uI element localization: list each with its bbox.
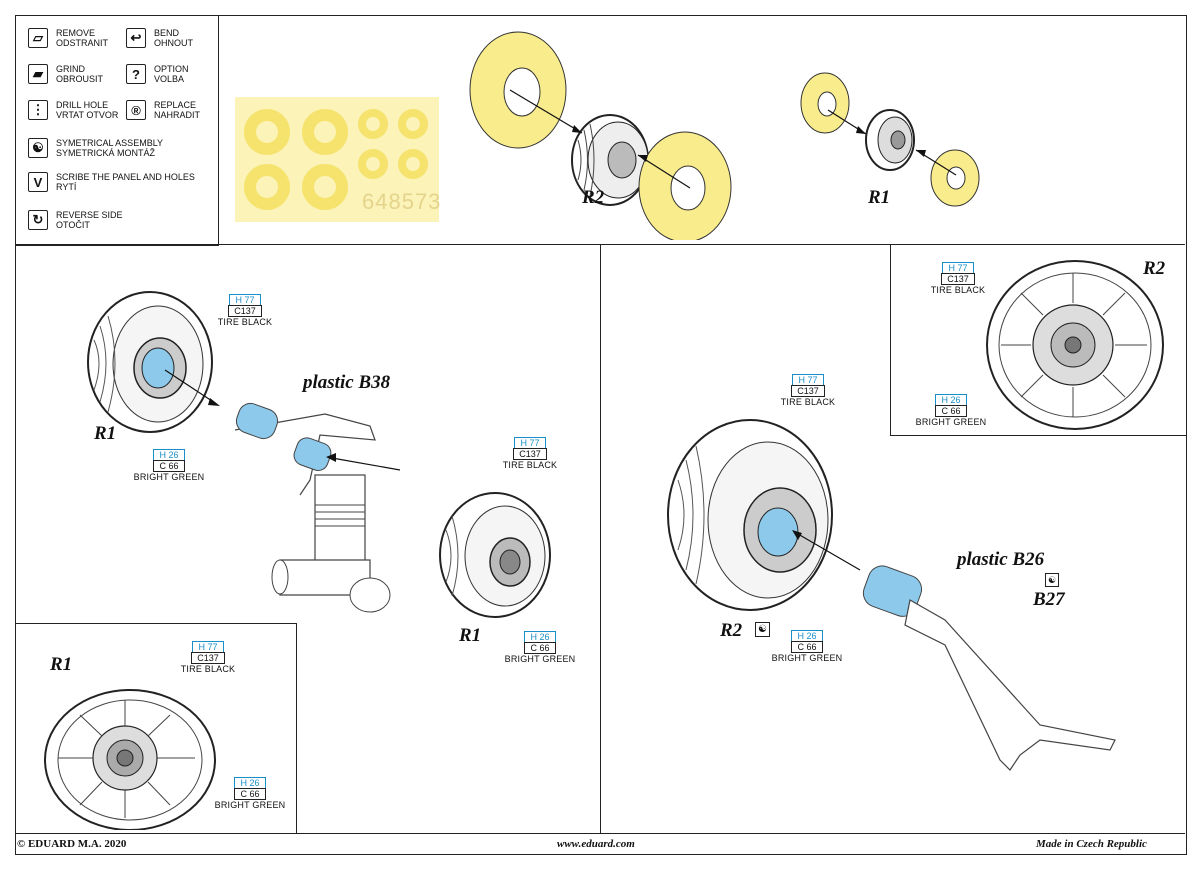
legend-item: ↻ REVERSE SIDE OTOČIT <box>28 210 123 230</box>
legend-item: ☯ SYMETRICAL ASSEMBLY SYMETRICKÁ MONTÁŽ <box>28 138 163 158</box>
instruction-frame <box>15 15 1187 855</box>
legend-item: ? OPTION VOLBA <box>126 64 189 84</box>
paint-callout-hub-5: H 26 C 66 BRIGHT GREEN <box>906 394 996 428</box>
paint-callout-hub-4: H 26 C 66 BRIGHT GREEN <box>762 630 852 664</box>
remove-icon: ▱ <box>28 28 48 48</box>
inset-wheel-r2 <box>986 260 1164 430</box>
paint-name: TIRE BLACK <box>180 664 236 674</box>
paint-name: BRIGHT GREEN <box>504 654 576 664</box>
mask-sheet: 648573 <box>235 97 442 222</box>
part-label-r2-top: R2 <box>582 187 605 208</box>
legend-text: BEND OHNOUT <box>154 28 193 48</box>
paint-code-c: C 66 <box>153 460 185 472</box>
paint-name: BRIGHT GREEN <box>133 472 205 482</box>
paint-name: TIRE BLACK <box>217 317 273 327</box>
legend-text: REPLACE NAHRADIT <box>154 100 201 120</box>
paint-code-c: C 66 <box>935 405 967 417</box>
paint-name: BRIGHT GREEN <box>771 653 843 663</box>
reverse-side-icon: ↻ <box>28 210 48 230</box>
footer-url[interactable]: www.eduard.com <box>557 838 635 850</box>
part-label-r1-left: R1 <box>94 423 117 444</box>
grind-icon: ▰ <box>28 64 48 84</box>
legend-item: ▱ REMOVE ODSTRANIT <box>28 28 108 48</box>
paint-code-c: C 66 <box>234 788 266 800</box>
legend-item: V SCRIBE THE PANEL AND HOLES RYTÍ <box>28 172 195 192</box>
legend-text: SCRIBE THE PANEL AND HOLES RYTÍ <box>56 172 195 192</box>
inset-box-right <box>890 244 1186 436</box>
paint-code-c: C137 <box>191 652 225 664</box>
legend-text: GRIND OBROUSIT <box>56 64 104 84</box>
paint-callout-tire-1: H 77 C137 TIRE BLACK <box>205 294 285 328</box>
scribe-icon: V <box>28 172 48 192</box>
legend-text: DRILL HOLE VRTAT OTVOR <box>56 100 119 120</box>
paint-code-c: C137 <box>791 385 825 397</box>
paint-callout-hub-1: H 26 C 66 BRIGHT GREEN <box>124 449 214 483</box>
paint-callout-tire-4: H 77 C137 TIRE BLACK <box>768 374 848 408</box>
footer-divider <box>15 833 1185 834</box>
part-label-r1-top: R1 <box>868 187 891 208</box>
paint-code-c: C137 <box>941 273 975 285</box>
legend-item: ↩ BEND OHNOUT <box>126 28 193 48</box>
legend-item: ® REPLACE NAHRADIT <box>126 100 200 120</box>
plastic-b26-label: plastic B26 <box>957 549 1045 570</box>
replace-icon: ® <box>126 100 146 120</box>
legend-item: ⋮ DRILL HOLE VRTAT OTVOR <box>28 100 118 120</box>
part-label-r2-main: R2 <box>720 620 743 641</box>
legend-text: REVERSE SIDE OTOČIT <box>56 210 123 230</box>
symmetrical-icon: ☯ <box>755 622 770 637</box>
legend-text: SYMETRICAL ASSEMBLY SYMETRICKÁ MONTÁŽ <box>56 138 164 158</box>
paint-callout-tire-2: H 77 C137 TIRE BLACK <box>490 437 570 471</box>
paint-callout-tire-5: H 77 C137 TIRE BLACK <box>918 262 998 296</box>
symmetrical-icon: ☯ <box>1045 573 1059 587</box>
legend-text: REMOVE ODSTRANIT <box>56 28 109 48</box>
drill-hole-icon: ⋮ <box>28 100 48 120</box>
paint-code-c: C137 <box>228 305 262 317</box>
nose-gear-drawing <box>667 419 1116 771</box>
paint-callout-hub-3: H 26 C 66 BRIGHT GREEN <box>205 777 295 811</box>
footer-copyright: © EDUARD M.A. 2020 <box>17 838 127 850</box>
main-gear-drawing <box>87 291 551 618</box>
top-masks-drawing <box>469 31 980 240</box>
paint-name: TIRE BLACK <box>502 460 558 470</box>
legend-item: ▰ GRIND OBROUSIT <box>28 64 103 84</box>
legend-box <box>15 15 219 246</box>
inset-box-left <box>15 623 297 834</box>
inset-wheel-r1 <box>44 689 216 830</box>
paint-name: BRIGHT GREEN <box>915 417 987 427</box>
legend-text: OPTION VOLBA <box>154 64 189 84</box>
mask-sheet-number: 648573 <box>362 189 442 214</box>
part-label-r2-inset: R2 <box>1143 258 1166 279</box>
option-icon: ? <box>126 64 146 84</box>
paint-name: TIRE BLACK <box>930 285 986 295</box>
b27-label: B27 <box>1033 589 1065 610</box>
footer-origin: Made in Czech Republic <box>1036 838 1147 850</box>
part-label-r1-inset: R1 <box>50 654 73 675</box>
paint-name: TIRE BLACK <box>780 397 836 407</box>
section-divider-vertical <box>600 244 601 833</box>
plastic-b38-label: plastic B38 <box>303 372 391 393</box>
symmetrical-icon: ☯ <box>28 138 48 158</box>
paint-name: BRIGHT GREEN <box>214 800 286 810</box>
mask-sheet-graphic <box>244 109 428 210</box>
paint-callout-tire-3: H 77 C137 TIRE BLACK <box>168 641 248 675</box>
part-label-r1-right: R1 <box>459 625 482 646</box>
paint-code-c: C 66 <box>791 641 823 653</box>
paint-callout-hub-2: H 26 C 66 BRIGHT GREEN <box>495 631 585 665</box>
paint-code-c: C137 <box>513 448 547 460</box>
bend-icon: ↩ <box>126 28 146 48</box>
paint-code-c: C 66 <box>524 642 556 654</box>
